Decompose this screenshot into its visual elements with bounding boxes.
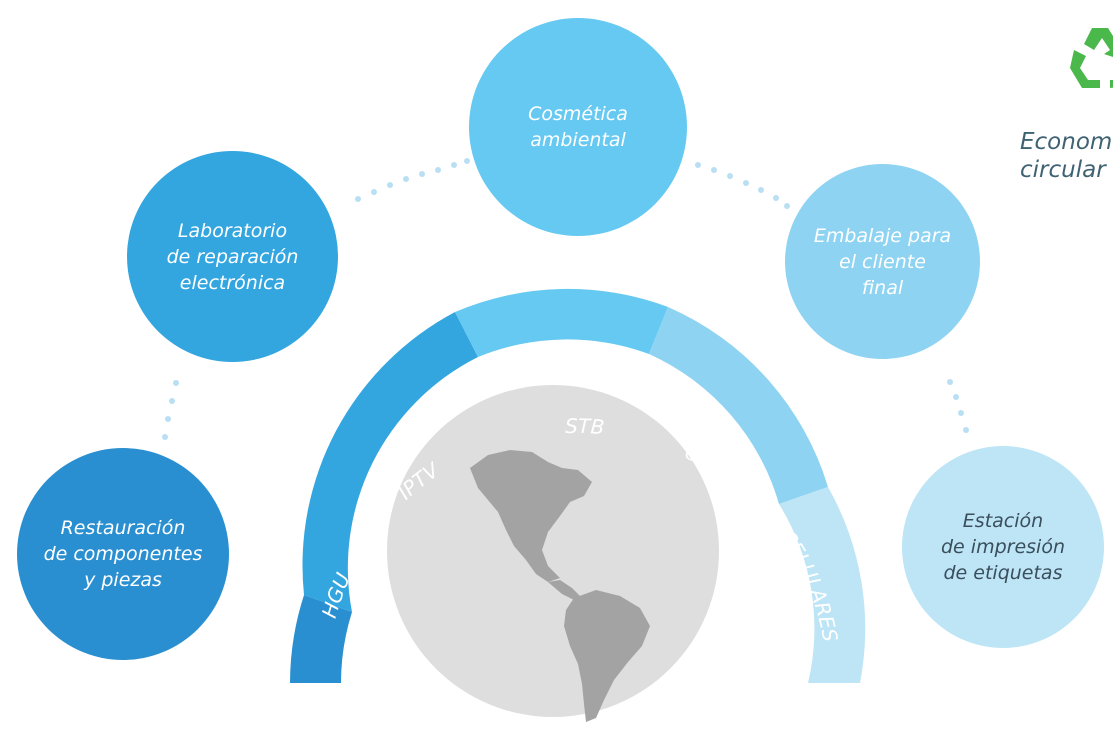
node-estacion: Estación de impresión de etiquetas (902, 446, 1104, 648)
device-arc (290, 288, 866, 683)
node-laboratorio: Laboratorio de reparación electrónica (127, 151, 338, 362)
recycle-arrow-right (1110, 80, 1113, 88)
globe (387, 385, 719, 722)
connector-left-lower (162, 380, 179, 440)
node-laboratorio-label: Laboratorio de reparación electrónica (166, 219, 299, 294)
node-restauracion: Restauración de componentes y piezas (17, 448, 229, 660)
recycle-arrow-top (1084, 28, 1113, 57)
connectors (162, 158, 969, 440)
recycle-icon (1070, 28, 1113, 88)
node-estacion-label: Estación de impresión de etiquetas (941, 510, 1065, 584)
node-restauracion-label: Restauración de componentes y piezas (43, 517, 203, 591)
arc-segment-stb (455, 288, 668, 357)
logo-title: Economía circular (1020, 129, 1113, 183)
arc-segment-hgu (290, 595, 352, 683)
node-embalaje-label: Embalaje para el cliente final (813, 224, 952, 299)
north-america-shape (470, 450, 592, 582)
south-america-shape (564, 590, 650, 722)
connector-upper-left (355, 158, 470, 202)
arc-segment-cable-modem (649, 307, 828, 504)
node-cosmetica: Cosmética ambiental (469, 18, 687, 236)
arc-label-stb: STB (565, 414, 605, 439)
globe-disc (387, 385, 719, 717)
node-cosmetica-label: Cosmética ambiental (528, 103, 628, 151)
connector-right-lower (947, 379, 969, 433)
recycle-arrow-left (1070, 50, 1100, 88)
node-embalaje: Embalaje para el cliente final (785, 164, 980, 359)
arc-segment-celulares (779, 487, 866, 683)
arc-segment-iptv (302, 312, 478, 612)
central-america-shape (548, 580, 580, 600)
connector-upper-right (695, 162, 790, 209)
